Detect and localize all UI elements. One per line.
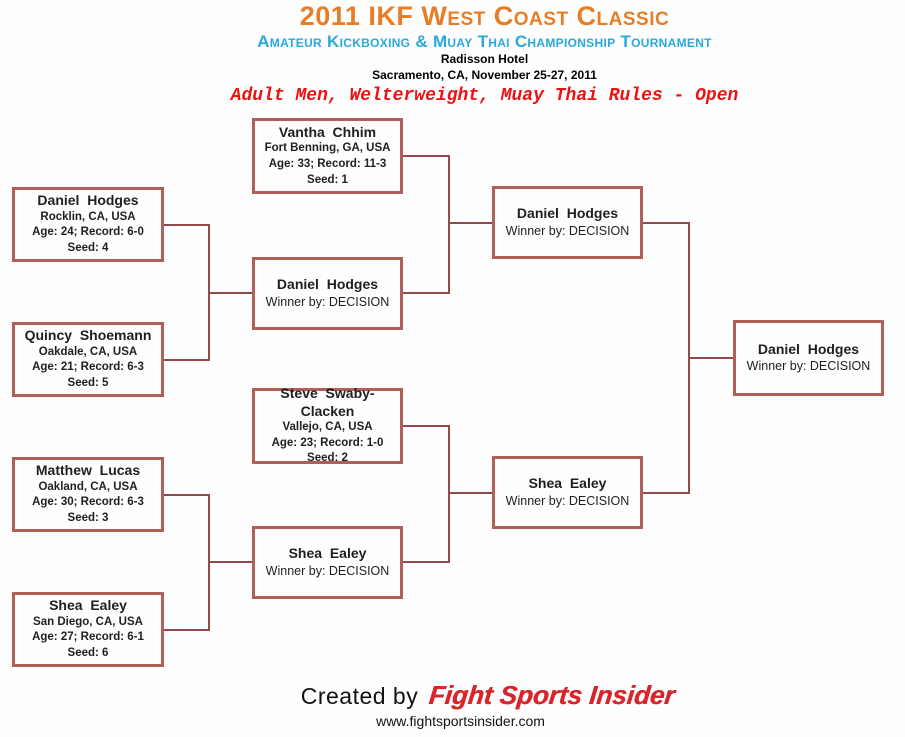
bracket-connector-vline <box>448 425 450 563</box>
bracket-connector-hline <box>208 561 252 563</box>
fighter-name: Shea Ealey <box>49 597 127 614</box>
fighter-location: San Diego, CA, USA <box>33 615 143 628</box>
bracket-connector-hline <box>403 561 448 563</box>
fighter-location: Vallejo, CA, USA <box>282 421 373 434</box>
fighter-box-vantha-chhim: Vantha Chhim Fort Benning, GA, USA Age: … <box>252 118 403 194</box>
winner-name: Daniel Hodges <box>276 276 379 293</box>
winner-result: Winner by: DECISION <box>505 223 630 238</box>
division-title: Adult Men, Welterweight, Muay Thai Rules… <box>230 85 739 106</box>
fighter-box-matthew-lucas: Matthew Lucas Oakland, CA, USA Age: 30; … <box>12 457 164 532</box>
fighter-location: Oakland, CA, USA <box>38 480 138 493</box>
fighter-record: Age: 21; Record: 6-3 <box>32 361 144 374</box>
fighter-location: Oakdale, CA, USA <box>38 345 138 358</box>
bracket-connector-hline <box>164 224 208 226</box>
winner-result: Winner by: DECISION <box>265 294 390 309</box>
bracket-connector-hline <box>643 222 688 224</box>
fighter-record: Age: 33; Record: 11-3 <box>268 157 387 170</box>
fighter-record: Age: 24; Record: 6-0 <box>32 226 144 239</box>
page-title: 2011 IKF West Coast Classic <box>299 1 670 31</box>
bracket-connector-hline <box>164 494 208 496</box>
fighter-location: Rocklin, CA, USA <box>40 210 136 223</box>
fighter-record: Age: 23; Record: 1-0 <box>271 436 384 449</box>
winner-result: Winner by: DECISION <box>265 563 390 578</box>
winner-name: Shea Ealey <box>528 475 607 492</box>
fighter-seed: Seed: 1 <box>307 173 348 186</box>
bracket-connector-vline <box>448 155 450 294</box>
fighter-record: Age: 27; Record: 6-1 <box>32 631 144 644</box>
bracket-connector-hline <box>448 492 492 494</box>
bracket-connector-hline <box>403 425 448 427</box>
fighter-record: Age: 30; Record: 6-3 <box>32 496 144 509</box>
winner-result: Winner by: DECISION <box>505 493 630 508</box>
page-subtitle: Amateur Kickboxing & Muay Thai Champions… <box>257 31 712 51</box>
fighter-seed: Seed: 3 <box>67 512 109 524</box>
website-url: www.fightsportsinsider.com <box>376 713 545 729</box>
bracket-connector-hline <box>164 629 208 631</box>
fighter-name: Steve Swaby-Clacken <box>280 385 375 419</box>
fighter-box-steve-swaby-clacken: Steve Swaby-Clacken Vallejo, CA, USA Age… <box>252 385 403 465</box>
fighter-seed: Seed: 5 <box>67 377 109 389</box>
fighter-location: Fort Benning, GA, USA <box>264 142 391 155</box>
fighter-seed: Seed: 2 <box>307 452 348 465</box>
bracket-connector-hline <box>403 155 448 157</box>
fighter-name: Matthew Lucas <box>35 462 141 479</box>
fight-sports-insider-logo: Fight Sports Insider <box>427 680 676 710</box>
bracket-connector-hline <box>448 222 492 224</box>
fighter-box-shea-ealey: Shea Ealey San Diego, CA, USA Age: 27; R… <box>12 592 164 667</box>
bracket-connector-hline <box>164 359 208 361</box>
created-by-text: Created by <box>300 683 419 709</box>
winner-box-quarterfinal-bottom: Shea Ealey Winner by: DECISION <box>252 526 403 599</box>
winner-box-champion: Daniel Hodges Winner by: DECISION <box>733 320 884 396</box>
winner-result: Winner by: DECISION <box>746 359 871 374</box>
winner-name: Daniel Hodges <box>757 340 860 357</box>
fighter-name: Vantha Chhim <box>278 123 377 140</box>
fighter-name: Quincy Shoemann <box>24 327 152 344</box>
footer: Created by Fight Sports Insider www.figh… <box>0 680 905 729</box>
winner-name: Daniel Hodges <box>516 205 619 222</box>
winner-box-semifinal-bottom: Shea Ealey Winner by: DECISION <box>492 456 643 529</box>
venue-name: Radisson Hotel <box>440 52 529 67</box>
winner-box-semifinal-top: Daniel Hodges Winner by: DECISION <box>492 186 643 259</box>
bracket-connector-hline <box>688 357 733 359</box>
bracket-connector-hline <box>403 292 448 294</box>
fighter-box-quincy-shoemann: Quincy Shoemann Oakdale, CA, USA Age: 21… <box>12 322 164 397</box>
header: 2011 IKF West Coast Classic Amateur Kick… <box>0 0 905 106</box>
fighter-name: Daniel Hodges <box>37 192 139 209</box>
bracket-connector-hline <box>643 492 688 494</box>
fighter-seed: Seed: 6 <box>67 647 109 659</box>
winner-name: Shea Ealey <box>288 545 367 562</box>
winner-box-quarterfinal-top: Daniel Hodges Winner by: DECISION <box>252 257 403 330</box>
location-date: Sacramento, CA, November 25-27, 2011 <box>372 68 597 83</box>
fighter-box-daniel-hodges: Daniel Hodges Rocklin, CA, USA Age: 24; … <box>12 187 164 262</box>
created-by-line: Created by Fight Sports Insider <box>0 680 905 711</box>
fighter-seed: Seed: 4 <box>67 242 109 254</box>
bracket-connector-hline <box>208 292 252 294</box>
